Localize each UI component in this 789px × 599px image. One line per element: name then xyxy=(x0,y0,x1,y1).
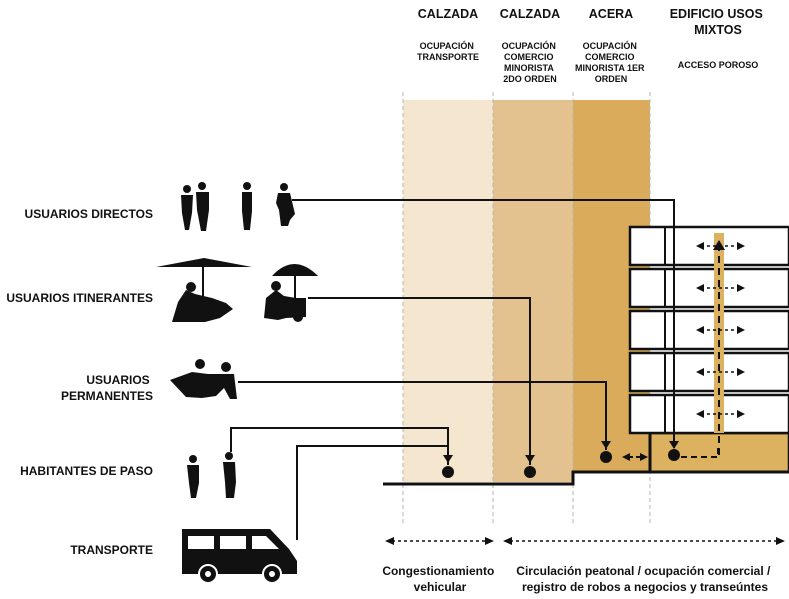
zone-title-acera: ACERA xyxy=(589,7,633,21)
caption-congestionamiento: Congestionamiento vehicular xyxy=(382,564,497,594)
core-arrow-up-icon xyxy=(713,240,725,250)
label-usuarios-directos: USUARIOS DIRECTOS xyxy=(25,207,153,221)
acera-building-link xyxy=(622,448,719,461)
pedestrians-group-icon xyxy=(181,182,295,231)
connector-lines xyxy=(230,199,675,540)
node-dots xyxy=(442,449,680,478)
node-comercio-1er xyxy=(600,451,612,463)
label-usuarios-itinerantes: USUARIOS ITINERANTES xyxy=(6,291,153,305)
dimension-arrows xyxy=(385,537,785,545)
zone-band-calzada-transporte xyxy=(403,100,493,482)
zone-title-edificio: EDIFICIO USOS MIXTOS xyxy=(670,7,767,37)
connector-transporte xyxy=(296,445,448,540)
connector-arrowheads xyxy=(443,441,679,463)
zone-subtitle-calzada-1: OCUPACIÓN TRANSPORTE xyxy=(417,40,479,62)
connector-usuarios-permanentes xyxy=(238,381,607,450)
zone-subtitle-acera: OCUPACIÓN COMERCIO MINORISTA 1ER ORDEN xyxy=(575,40,647,84)
node-comercio-2do xyxy=(524,466,536,478)
floor-arrowheads xyxy=(696,242,745,418)
street-vendors-icon xyxy=(156,258,318,322)
caption-circulacion-peatonal: Circulación peatonal / ocupación comerci… xyxy=(516,564,773,594)
zone-subtitle-calzada-2: OCUPACIÓN COMERCIO MINORISTA 2DO ORDEN xyxy=(502,40,559,84)
minibus-icon xyxy=(182,529,297,584)
connector-usuarios-directos xyxy=(292,199,675,448)
node-transporte xyxy=(442,466,454,478)
mixed-use-building xyxy=(628,225,789,474)
label-usuarios-permanentes: USUARIOS PERMANENTES xyxy=(61,373,153,403)
building-floors xyxy=(628,225,789,435)
label-habitantes-de-paso: HABITANTES DE PASO xyxy=(20,464,153,478)
zone-title-calzada-1: CALZADA xyxy=(418,7,478,21)
street-profile-line xyxy=(383,470,789,486)
zone-subtitle-edificio: ACCESO POROSO xyxy=(678,60,759,70)
node-edificio xyxy=(668,449,680,461)
seated-vendors-icon xyxy=(170,359,237,399)
connector-usuarios-itinerantes xyxy=(308,297,531,465)
floor-circulation-arrows xyxy=(701,245,740,415)
passersby-icon xyxy=(187,452,236,498)
zone-band-calzada-comercio xyxy=(493,100,573,482)
label-transporte: TRANSPORTE xyxy=(70,543,153,557)
zone-title-calzada-2: CALZADA xyxy=(500,7,560,21)
